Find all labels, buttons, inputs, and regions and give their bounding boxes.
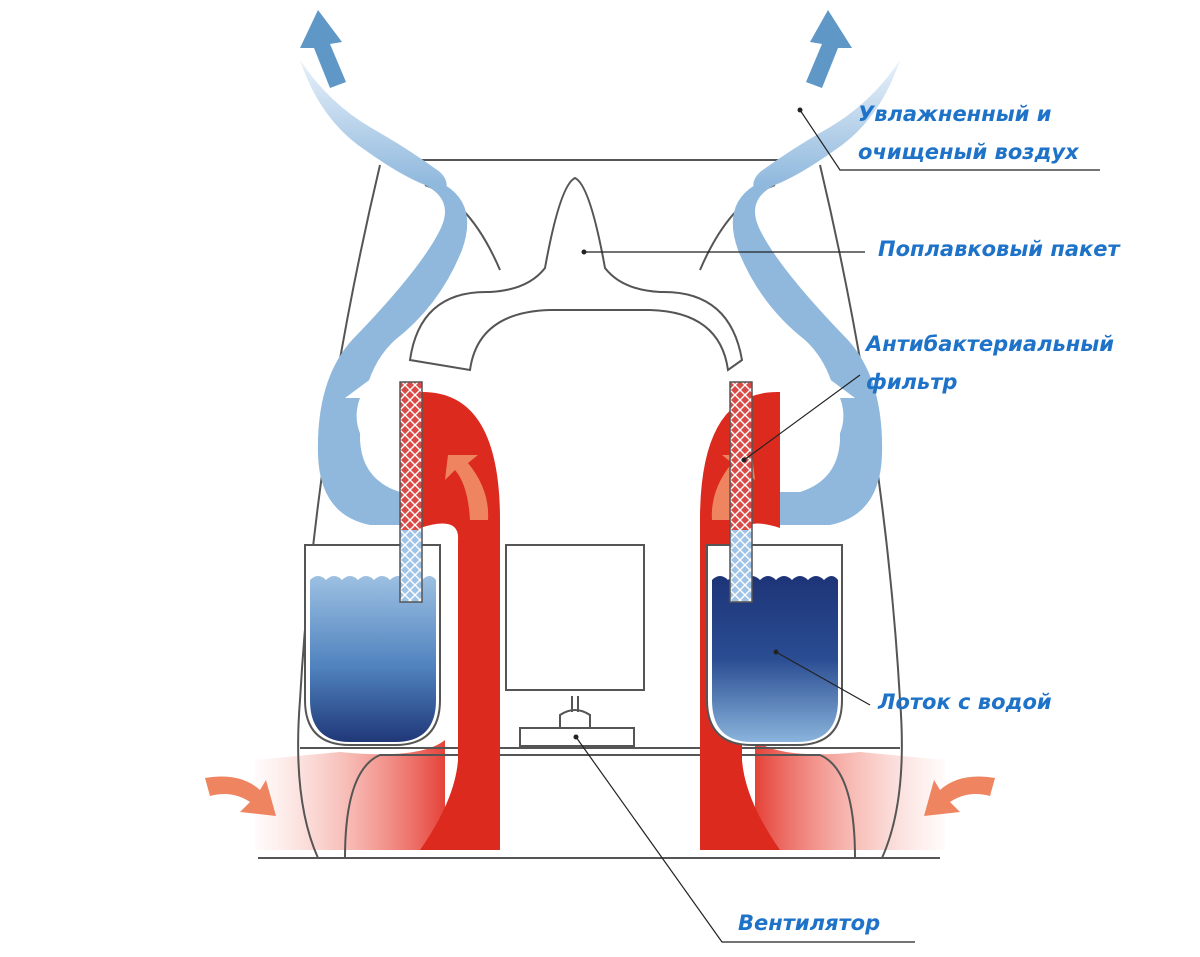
inflow-band-right [755,740,945,850]
white-arrow-left [345,378,392,458]
inflow-band-left [255,740,445,850]
label-antibacterial-filter-line2: фильтр [866,370,958,394]
warm-arrow-left [445,455,489,520]
label-antibacterial-filter: Антибактериальный фильтр [866,325,1114,401]
leader-lines [575,109,1100,943]
label-antibacterial-filter-line1: Антибактериальный [866,332,1114,356]
inflow-arrow-left [205,776,276,816]
label-water-tray-text: Лоток с водой [878,690,1052,714]
label-humidified-air-line2: очищеный воздух [858,140,1079,164]
label-water-tray: Лоток с водой [878,683,1052,721]
output-arrow-right [806,10,852,88]
filter-left [399,381,423,603]
fan-housing [505,544,645,747]
filter-right [729,381,753,603]
label-humidified-air-line1: Увлажненный и [858,102,1052,126]
label-float-package: Поплавковый пакет [878,230,1120,268]
leader-dots [573,107,803,740]
label-humidified-air: Увлажненный и очищеный воздух [858,95,1079,171]
inflow-arrow-right [924,776,995,816]
label-float-package-text: Поплавковый пакет [878,237,1120,261]
label-fan-text: Вентилятор [738,911,881,935]
clean-air-flow-right [732,60,900,525]
output-arrow-left [300,10,346,88]
label-fan: Вентилятор [738,904,880,942]
white-arrow-right [808,378,855,458]
clean-air-flow-left [300,60,468,525]
float-package [408,176,776,372]
water-tray-right [706,544,843,746]
